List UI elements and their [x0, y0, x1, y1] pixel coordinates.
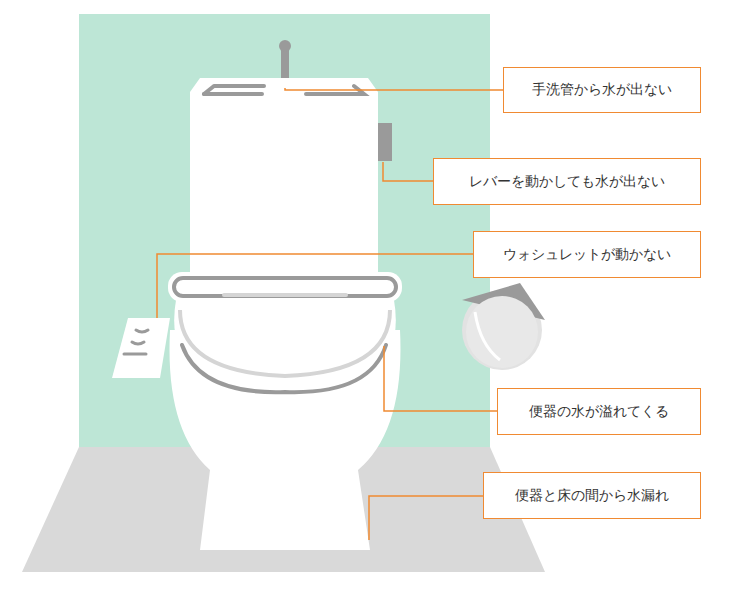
callout-text: 便器の水が溢れてくる	[529, 403, 669, 421]
callout-box: 手洗管から水が出ない	[503, 67, 701, 113]
callout-box: 便器の水が溢れてくる	[497, 388, 701, 435]
callout-text: ウォシュレットが動かない	[503, 246, 671, 264]
leader-lines	[157, 88, 503, 540]
callout-text: レバーを動かしても水が出ない	[469, 173, 665, 191]
callout-text: 手洗管から水が出ない	[532, 81, 672, 99]
callout-box: 便器と床の間から水漏れ	[483, 472, 701, 519]
callout-box: レバーを動かしても水が出ない	[433, 158, 701, 205]
callout-box: ウォシュレットが動かない	[473, 231, 701, 278]
callout-text: 便器と床の間から水漏れ	[515, 487, 669, 505]
